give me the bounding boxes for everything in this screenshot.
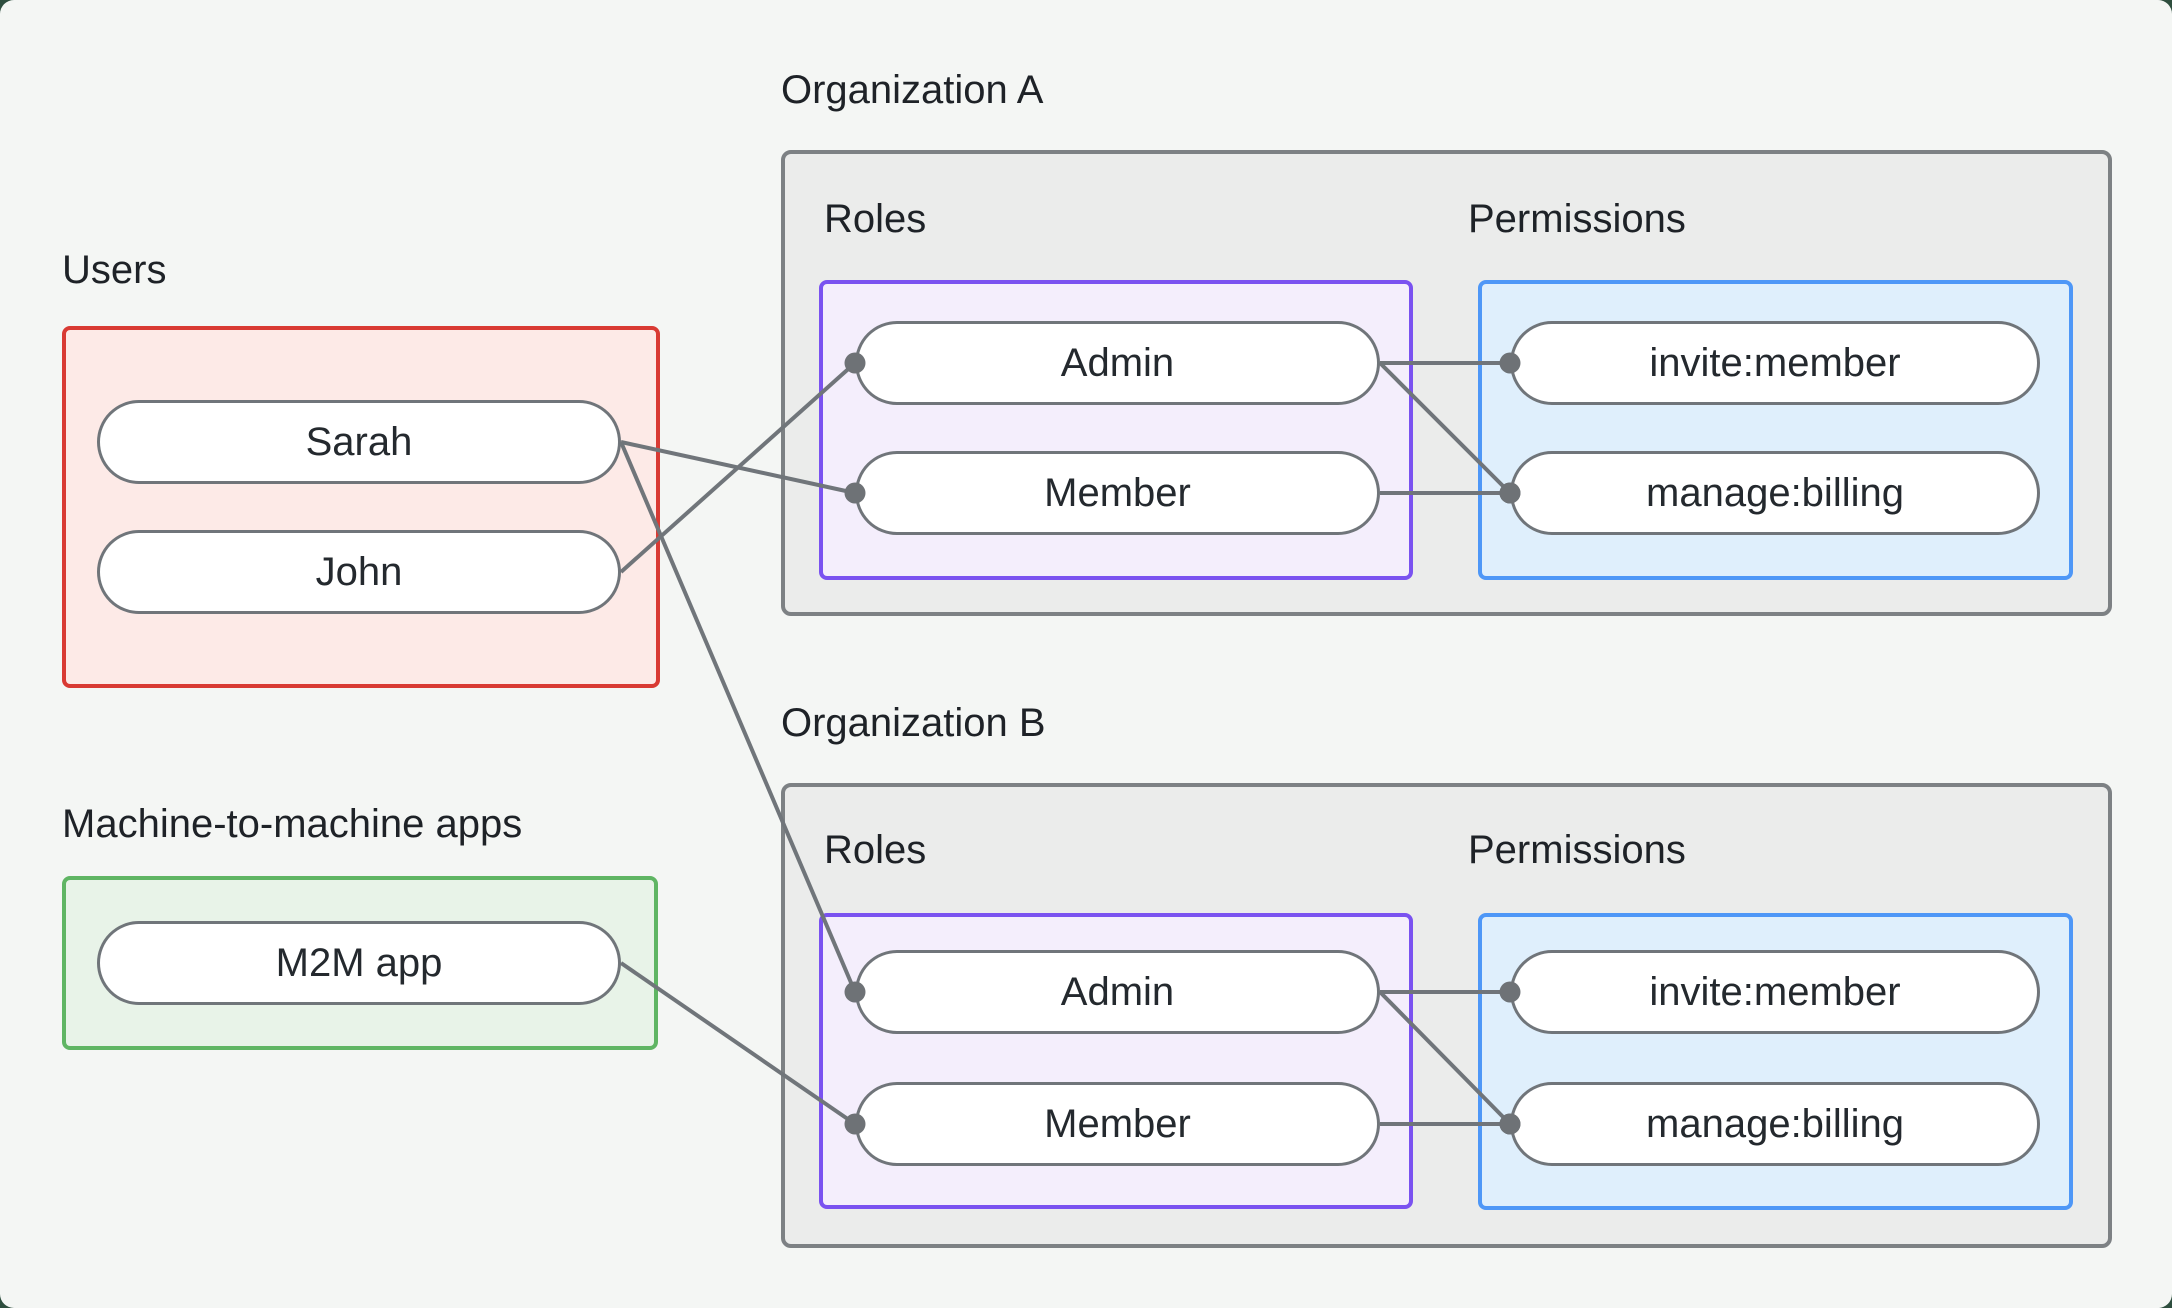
- organization-b-permissions-box: invite:member manage:billing: [1478, 913, 2073, 1210]
- organization-a-roles-label: Roles: [824, 197, 927, 241]
- user-pill-john-label: John: [315, 549, 403, 594]
- m2m-app-pill-label: M2M app: [275, 940, 443, 985]
- m2m-section-title: Machine-to-machine apps: [62, 802, 523, 846]
- organization-a-permissions-box: invite:member manage:billing: [1478, 280, 2073, 580]
- organization-b-roles-box: Admin Member: [819, 913, 1413, 1209]
- role-pill-orgb-member: Member: [855, 1082, 1380, 1166]
- organization-a-roles-box: Admin Member: [819, 280, 1413, 580]
- users-section-title: Users: [62, 248, 167, 292]
- permission-pill-orgb-invite: invite:member: [1510, 950, 2040, 1034]
- role-pill-orgb-admin-label: Admin: [1060, 969, 1175, 1014]
- organization-a-box: Roles Permissions Admin Member invite:me…: [781, 150, 2112, 616]
- permission-pill-orga-manage: manage:billing: [1510, 451, 2040, 535]
- role-pill-orga-member: Member: [855, 451, 1380, 535]
- organization-a-title: Organization A: [781, 68, 1044, 112]
- permission-pill-orga-manage-label: manage:billing: [1646, 470, 1904, 515]
- permission-pill-orgb-manage: manage:billing: [1510, 1082, 2040, 1166]
- organization-b-roles-label: Roles: [824, 828, 927, 872]
- m2m-app-pill: M2M app: [97, 921, 621, 1005]
- role-pill-orga-admin: Admin: [855, 321, 1380, 405]
- users-box: Sarah John: [62, 326, 660, 688]
- user-pill-sarah: Sarah: [97, 400, 621, 484]
- m2m-box: M2M app: [62, 876, 658, 1050]
- organization-b-box: Roles Permissions Admin Member invite:me…: [781, 783, 2112, 1248]
- permission-pill-orga-invite-label: invite:member: [1649, 340, 1901, 385]
- permission-pill-orgb-manage-label: manage:billing: [1646, 1101, 1904, 1146]
- user-pill-john: John: [97, 530, 621, 614]
- role-pill-orgb-admin: Admin: [855, 950, 1380, 1034]
- organization-b-title: Organization B: [781, 701, 1046, 745]
- organization-a-permissions-label: Permissions: [1468, 197, 1686, 241]
- permission-pill-orga-invite: invite:member: [1510, 321, 2040, 405]
- role-pill-orga-member-label: Member: [1044, 470, 1191, 515]
- organization-b-permissions-label: Permissions: [1468, 828, 1686, 872]
- permission-pill-orgb-invite-label: invite:member: [1649, 969, 1901, 1014]
- role-pill-orga-admin-label: Admin: [1060, 340, 1175, 385]
- role-pill-orgb-member-label: Member: [1044, 1101, 1191, 1146]
- user-pill-sarah-label: Sarah: [305, 419, 413, 464]
